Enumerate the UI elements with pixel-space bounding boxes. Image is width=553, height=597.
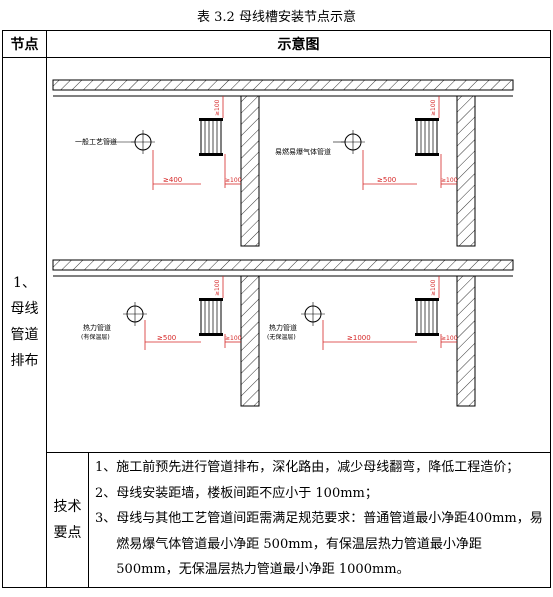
pipe-label-line-2: (无保温层)	[267, 333, 296, 341]
node-line-1: 母线	[10, 301, 39, 318]
gap-label: ≥400	[163, 176, 182, 184]
pipe-label-line-1: 热力管道	[83, 323, 111, 332]
tech-points: 1、 施工前预先进行管道排布，深化路由，减少母线翻弯，降低工程造价； 2、 母线…	[88, 452, 551, 588]
ceiling-clearance-label: ≥100	[214, 99, 221, 116]
scene-bottom-right: 热力管道 (无保温层) ≥1000 ≥100 ≥100	[267, 276, 458, 350]
tech-item-text: 母线安装距墙，楼板间距不应小于 100mm；	[116, 485, 378, 501]
tech-item: 3、 母线与其他工艺管道间距需满足规范要求：普通管道最小净距400mm，易燃易爆…	[95, 506, 544, 583]
wall-bottom-left	[240, 275, 260, 407]
node-title: 1、 母线 管道 排布	[2, 57, 47, 588]
ceiling-clearance-label: ≥100	[214, 279, 221, 296]
wall-top-left	[240, 95, 260, 247]
tech-item-number: 1、	[95, 460, 117, 475]
busbar-icon	[414, 117, 440, 157]
bare-heat-pipe-icon	[300, 301, 326, 327]
pipe-label: 易燃易爆气体管道	[275, 147, 331, 156]
gap-label: ≥1000	[347, 334, 371, 342]
wall-top-right	[456, 95, 476, 247]
scene-bottom-left: 热力管道 (有保温层) ≥500 ≥100 ≥100	[81, 276, 242, 350]
tech-label: 技术 要点	[46, 452, 89, 588]
table-caption: 表 3.2 母线槽安装节点示意	[197, 10, 356, 25]
tech-item: 2、 母线安装距墙，楼板间距不应小于 100mm；	[95, 481, 544, 507]
pipe-layout-diagram: 一般工艺管道 ≥400 ≥100 ≥100 易燃易爆气体管道	[52, 79, 514, 407]
node-number: 1、	[13, 275, 36, 292]
wall-clearance-label: ≥100	[225, 177, 242, 184]
tech-item-number: 2、	[95, 485, 117, 501]
pipe-label: 一般工艺管道	[75, 137, 117, 146]
wall-clearance-label: ≥100	[441, 177, 458, 184]
wall-bottom-right	[456, 275, 476, 407]
busbar-icon	[414, 297, 440, 337]
slab-bottom	[52, 259, 514, 277]
pipe-label-line-1: 热力管道	[269, 323, 297, 332]
table-header-row: 节点 示意图	[2, 30, 551, 58]
ceiling-clearance-label: ≥100	[430, 279, 437, 296]
tech-item-number: 3、	[95, 511, 117, 526]
pipe-label-line-2: (有保温层)	[81, 333, 110, 341]
gap-label: ≥500	[157, 334, 176, 342]
node-line-2: 管道	[10, 327, 39, 344]
tech-label-line-1: 技术	[53, 498, 82, 515]
tech-item-text: 施工前预先进行管道排布，深化路由，减少母线翻弯，降低工程造价；	[116, 460, 520, 475]
insulated-heat-pipe-icon	[122, 301, 148, 327]
busbar-icon	[198, 117, 224, 157]
tech-item: 1、 施工前预先进行管道排布，深化路由，减少母线翻弯，降低工程造价；	[95, 455, 544, 481]
node-table: 节点 示意图 1、 母线 管道 排布	[2, 30, 551, 588]
scene-top-right: 易燃易爆气体管道 ≥500 ≥100 ≥100	[275, 96, 458, 190]
tech-label-line-2: 要点	[53, 524, 82, 541]
header-node: 节点	[2, 30, 47, 58]
slab-top	[52, 79, 514, 97]
ceiling-clearance-label: ≥100	[430, 99, 437, 116]
scene-top-left: 一般工艺管道 ≥400 ≥100 ≥100	[75, 96, 242, 190]
node-line-3: 排布	[10, 353, 39, 370]
busbar-icon	[198, 297, 224, 337]
diagram-cell: 一般工艺管道 ≥400 ≥100 ≥100 易燃易爆气体管道	[46, 57, 551, 453]
header-diagram: 示意图	[46, 30, 551, 58]
gap-label: ≥500	[377, 176, 396, 184]
wall-clearance-label: ≥100	[441, 335, 458, 342]
tech-item-text: 母线与其他工艺管道间距需满足规范要求：普通管道最小净距400mm，易燃易爆气体管…	[116, 511, 543, 577]
wall-clearance-label: ≥100	[225, 335, 242, 342]
